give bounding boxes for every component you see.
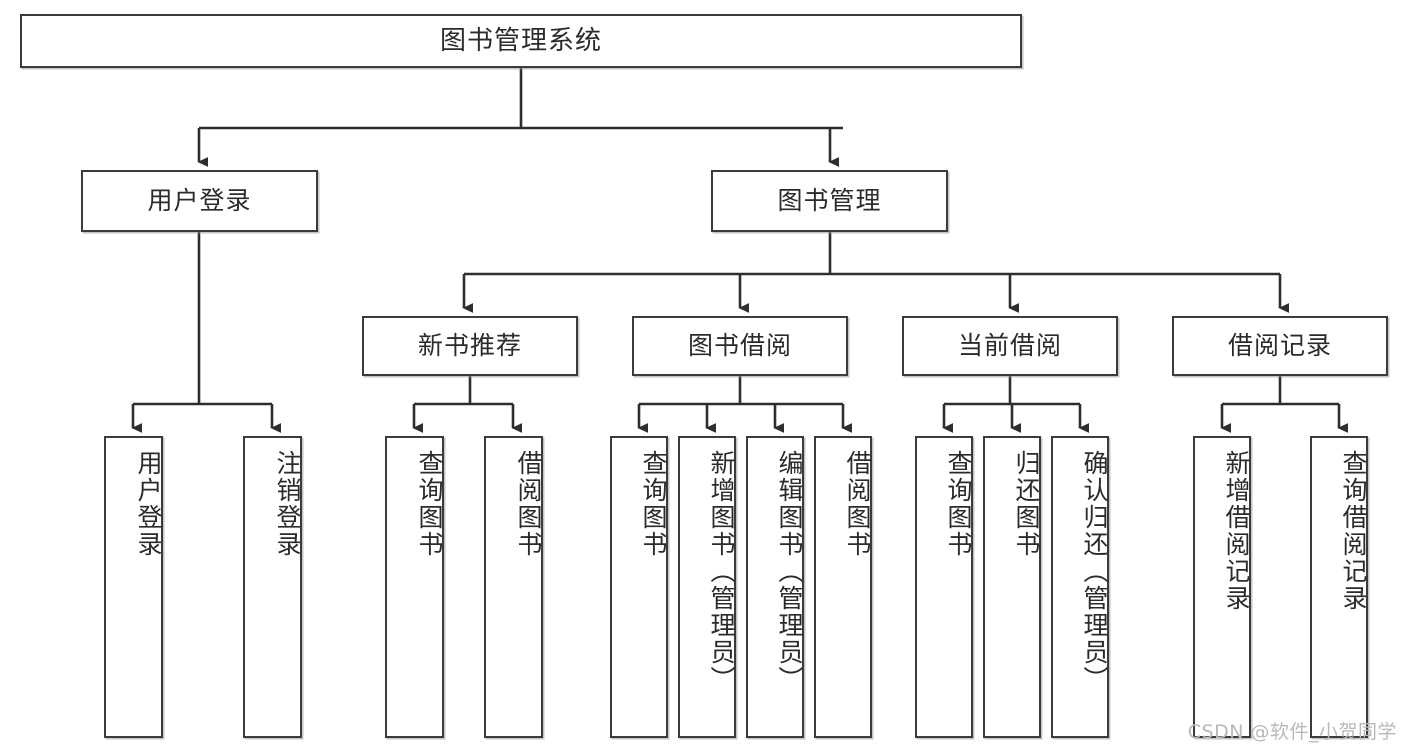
node-new-book-recommend[interactable]: 新书推荐 (362, 316, 578, 376)
node-book-manage-label: 图书管理 (777, 186, 882, 216)
leaf-current-borrow-2[interactable]: 归还图书 (983, 436, 1041, 738)
leaf-label: 查询借阅记录 (1339, 450, 1368, 612)
leaf-current-borrow-1[interactable]: 查询图书 (915, 436, 973, 738)
leaf-borrow-record-2[interactable]: 查询借阅记录 (1310, 436, 1368, 738)
leaf-label: 查询图书 (944, 450, 973, 558)
node-current-borrow[interactable]: 当前借阅 (902, 316, 1118, 376)
node-borrow-record[interactable]: 借阅记录 (1172, 316, 1388, 376)
node-book-manage[interactable]: 图书管理 (711, 170, 948, 232)
leaf-label: 确认归还（管理员） (1080, 450, 1109, 693)
node-borrow-record-label: 借阅记录 (1227, 331, 1332, 361)
leaf-user-login-2[interactable]: 注销登录 (243, 436, 302, 738)
leaf-label: 查询图书 (415, 450, 444, 558)
node-book-borrow[interactable]: 图书借阅 (632, 316, 848, 376)
leaf-book-borrow-1[interactable]: 查询图书 (610, 436, 668, 738)
leaf-new-book-2[interactable]: 借阅图书 (484, 436, 543, 738)
leaf-label: 查询图书 (639, 450, 668, 558)
leaf-borrow-record-1[interactable]: 新增借阅记录 (1193, 436, 1251, 738)
leaf-current-borrow-3[interactable]: 确认归还（管理员） (1051, 436, 1109, 738)
node-user-login-label: 用户登录 (147, 186, 252, 216)
node-user-login[interactable]: 用户登录 (81, 170, 318, 232)
leaf-label: 新增借阅记录 (1222, 450, 1251, 612)
node-root-label: 图书管理系统 (439, 25, 602, 56)
node-root[interactable]: 图书管理系统 (20, 14, 1022, 68)
leaf-label: 归还图书 (1012, 450, 1041, 558)
leaf-label: 注销登录 (273, 450, 302, 558)
leaf-label: 借阅图书 (514, 450, 543, 558)
leaf-user-login-1[interactable]: 用户登录 (104, 436, 163, 738)
leaf-book-borrow-4[interactable]: 借阅图书 (814, 436, 872, 738)
node-new-book-recommend-label: 新书推荐 (417, 331, 522, 361)
leaf-book-borrow-2[interactable]: 新增图书（管理员） (678, 436, 736, 738)
leaf-label: 用户登录 (134, 450, 163, 558)
leaf-label: 借阅图书 (843, 450, 872, 558)
node-book-borrow-label: 图书借阅 (687, 331, 792, 361)
leaf-book-borrow-3[interactable]: 编辑图书（管理员） (746, 436, 804, 738)
leaf-new-book-1[interactable]: 查询图书 (385, 436, 444, 738)
leaf-label: 新增图书（管理员） (707, 450, 736, 693)
node-current-borrow-label: 当前借阅 (957, 331, 1062, 361)
watermark: CSDN @软件_小贺同学 (1187, 721, 1397, 743)
leaf-label: 编辑图书（管理员） (775, 450, 804, 693)
